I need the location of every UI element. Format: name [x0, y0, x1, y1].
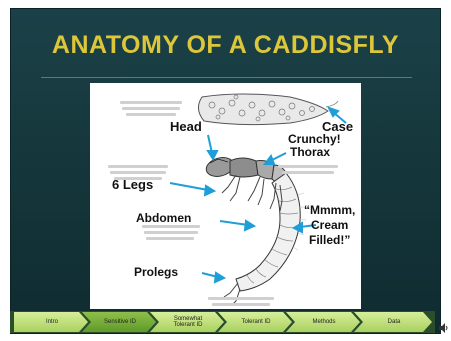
nav-item-label: Sensitive ID — [92, 319, 146, 325]
label-prolegs: Prolegs — [134, 265, 178, 279]
nav-item-label: Tolerant ID — [229, 319, 280, 325]
label-crunchy: Crunchy! — [288, 132, 341, 146]
nav-item-methods[interactable]: Methods — [286, 312, 360, 332]
nav-item-label: Intro — [34, 319, 68, 325]
larva-drawing — [204, 155, 306, 305]
slide: ANATOMY OF A CADDISFLY — [10, 8, 441, 334]
caddisfly-illustration — [90, 83, 361, 309]
label-head: Head — [170, 119, 202, 134]
nav-item-sensitive-id[interactable]: Sensitive ID — [82, 312, 156, 332]
nav-item-label: Somewhat Tolerant ID — [161, 316, 212, 328]
navigation-bar: Intro Sensitive ID Somewhat Tolerant ID … — [10, 311, 435, 333]
label-legs: 6 Legs — [112, 177, 153, 192]
speaker-icon[interactable] — [438, 321, 448, 335]
caddisfly-diagram: Head Case Crunchy! Thorax 6 Legs Abdomen… — [90, 83, 361, 309]
label-cream-filled: “Mmmm, Cream Filled!” — [304, 203, 355, 248]
nav-item-data[interactable]: Data — [354, 312, 432, 332]
label-abdomen: Abdomen — [136, 211, 191, 225]
nav-item-tolerant-id[interactable]: Tolerant ID — [218, 312, 292, 332]
title-divider — [41, 77, 412, 78]
nav-item-somewhat-tolerant-id[interactable]: Somewhat Tolerant ID — [150, 312, 224, 332]
nav-item-label: Data — [376, 319, 411, 325]
nav-item-label: Methods — [300, 319, 345, 325]
label-thorax: Thorax — [290, 145, 330, 159]
case-drawing — [198, 94, 338, 125]
slide-title: ANATOMY OF A CADDISFLY — [11, 31, 440, 60]
nav-item-intro[interactable]: Intro — [14, 312, 88, 332]
